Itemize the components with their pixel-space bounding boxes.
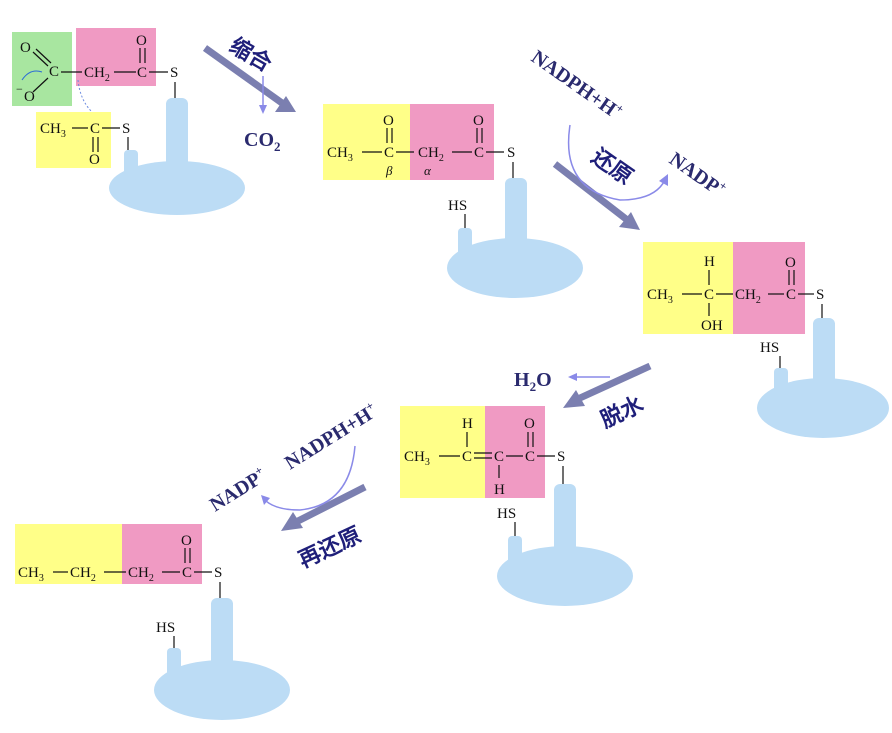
- m4-c1: C: [462, 449, 472, 465]
- m3-h: H: [704, 254, 715, 270]
- m4-h2: H: [494, 482, 505, 498]
- m1-c: C: [49, 64, 59, 80]
- m3-c2: C: [786, 287, 796, 303]
- m3-c: C: [704, 287, 714, 303]
- molecule-crotonyl: CH3 C H C H C O S HS: [400, 406, 565, 536]
- m1b-s: S: [122, 121, 130, 137]
- m1b-c: C: [90, 121, 100, 137]
- m4-c2: C: [494, 449, 504, 465]
- m2-o2: O: [473, 113, 484, 129]
- molecule-acetoacetyl: CH3 C O β CH2 α C O S HS: [323, 104, 515, 228]
- reduction-arrow: NADPH+H+ 还原 NADP+: [527, 44, 730, 230]
- m1b-ch3: CH3: [40, 121, 66, 140]
- alpha-label: α: [424, 163, 432, 178]
- m5-o: O: [181, 533, 192, 549]
- m5-ch2b: CH2: [128, 565, 154, 584]
- nadph-label-1: NADPH+H+: [527, 44, 627, 124]
- m4-ch3: CH3: [404, 449, 430, 468]
- m5-s: S: [214, 565, 222, 581]
- m1-s: S: [170, 65, 178, 81]
- m4-o: O: [524, 416, 535, 432]
- m3-hs: HS: [760, 340, 779, 356]
- nadph-label-2: NADPH+H+: [280, 398, 382, 474]
- reduction-label: 还原: [586, 144, 637, 190]
- dehydration-label: 脱水: [597, 392, 648, 434]
- m1-o: O: [20, 40, 31, 56]
- m5-ch2a: CH2: [70, 565, 96, 584]
- m2-hs: HS: [448, 198, 467, 214]
- m4-hs: HS: [497, 506, 516, 522]
- m5-hs: HS: [156, 620, 175, 636]
- co2-label: CO2: [244, 129, 281, 154]
- m1-c2: C: [137, 65, 147, 81]
- electron-arrow: [21, 70, 43, 81]
- molecule-malonyl-acetyl: O C O − CH2 C O S CH3 C O S: [12, 28, 178, 168]
- m3-s: S: [816, 287, 824, 303]
- m1b-o: O: [89, 152, 100, 168]
- enzyme-3: [757, 318, 889, 438]
- carboxyl-box: [12, 32, 72, 106]
- water-label: H2O: [514, 369, 552, 394]
- m2-ch3: CH3: [327, 145, 353, 164]
- molecule-butyryl: CH3 CH2 CH2 C O S HS: [15, 524, 222, 648]
- m4-h1: H: [462, 416, 473, 432]
- m4-s: S: [557, 449, 565, 465]
- molecule-hydroxybutyryl: CH3 C H OH CH2 C O S HS: [643, 242, 824, 368]
- nadp-label-2: NADP+: [205, 463, 271, 516]
- m1-o2: O: [136, 33, 147, 49]
- m2-ch2: CH2: [418, 145, 444, 164]
- m3-oh: OH: [701, 318, 723, 334]
- m5-ch3: CH3: [18, 565, 44, 584]
- enzyme-4: [497, 484, 633, 606]
- m3-o: O: [785, 255, 796, 271]
- enzyme-5: [154, 598, 290, 720]
- m3-ch3: CH3: [647, 287, 673, 306]
- m2-c1: C: [384, 145, 394, 161]
- enzyme-1: [109, 98, 245, 215]
- condensation-arrow: 缩合 CO2: [202, 33, 296, 154]
- m2-s: S: [507, 145, 515, 161]
- m1-minus: −: [16, 82, 23, 96]
- beta-label: β: [385, 163, 393, 178]
- m1-ch2: CH2: [84, 65, 110, 84]
- nadp-label-1: NADP+: [665, 146, 730, 202]
- m4-c3: C: [525, 449, 535, 465]
- enzyme-2: [447, 178, 583, 298]
- malonyl-box: [76, 28, 156, 86]
- m5-c: C: [182, 565, 192, 581]
- m3-ch2: CH2: [735, 287, 761, 306]
- m2-o1: O: [383, 113, 394, 129]
- m2-c2: C: [474, 145, 484, 161]
- second-reduction-label: 再还原: [295, 523, 365, 574]
- second-reduction-arrow: NADP+ NADPH+H+ 再还原: [205, 398, 382, 574]
- m1-minus-o: O: [24, 89, 35, 105]
